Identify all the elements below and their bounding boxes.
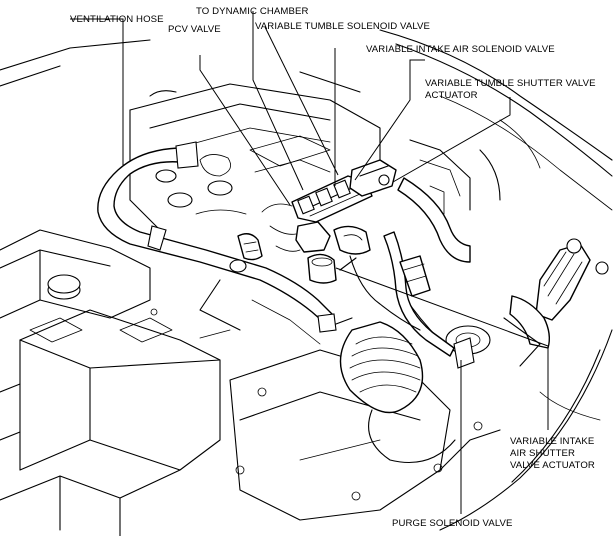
label-variable-intake-air-solenoid-valve: VARIABLE INTAKE AIR SOLENOID VALVE [366,44,555,55]
leader-to-dynamic-chamber [252,11,304,191]
label-variable-tumble-shutter-valve-actuator-line1: VARIABLE TUMBLE SHUTTER VALVE [425,78,596,89]
leader-pcv-valve [199,55,291,206]
leader-intake-air-shutter-actuator [335,267,549,430]
label-variable-intake-air-shutter-actuator-line1: VARIABLE INTAKE [510,436,594,447]
label-purge-solenoid-valve: PURGE SOLENOID VALVE [392,518,513,529]
callouts: VENTILATION HOSE TO DYNAMIC CHAMBER PCV … [70,6,596,529]
leader-variable-tumble-solenoid [264,26,339,176]
solenoid-cluster [291,159,397,284]
engine-bay-illustration [0,29,613,536]
leader-tumble-shutter-actuator [392,97,511,183]
label-variable-tumble-solenoid-valve: VARIABLE TUMBLE SOLENOID VALVE [255,21,430,32]
leader-lines [70,11,549,514]
leader-ventilation-hose [70,18,124,165]
label-to-dynamic-chamber: TO DYNAMIC CHAMBER [196,6,309,17]
label-variable-intake-air-shutter-actuator-line3: VALVE ACTUATOR [510,460,595,471]
label-pcv-valve: PCV VALVE [168,24,221,35]
label-variable-tumble-shutter-valve-actuator-line2: ACTUATOR [425,90,478,101]
label-ventilation-hose: VENTILATION HOSE [70,14,164,25]
leader-variable-intake-air-solenoid [354,59,425,181]
label-variable-intake-air-shutter-actuator-line2: AIR SHUTTER [510,448,575,459]
